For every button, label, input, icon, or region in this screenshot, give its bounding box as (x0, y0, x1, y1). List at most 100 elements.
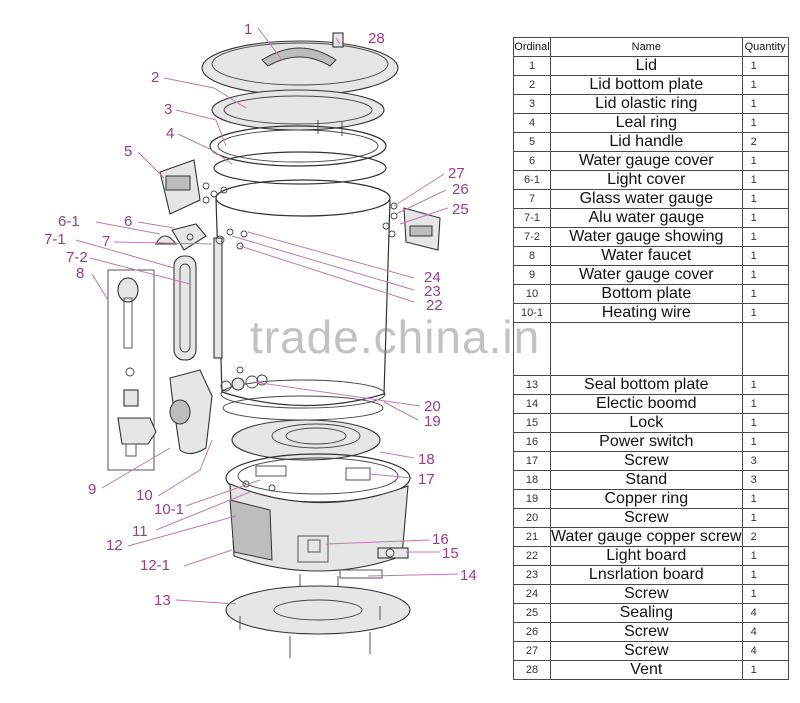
quantity-cell: 1 (741, 508, 789, 528)
quantity-cell: 1 (741, 565, 789, 585)
quantity-cell: 1 (741, 170, 789, 190)
name-cell: Alu water gauge (550, 208, 743, 228)
callout-16: 16 (432, 531, 449, 548)
ordinal-cell: 10 (513, 284, 551, 304)
ordinal-cell: 19 (513, 489, 551, 509)
lid-handle-part (159, 159, 201, 215)
callout-14: 14 (460, 567, 477, 584)
name-cell: Glass water gauge (550, 189, 743, 209)
name-cell: Water gauge copper screw (550, 527, 743, 547)
quantity-cell: 1 (741, 265, 789, 285)
table-gap-row (513, 322, 789, 376)
callout-12-1: 12-1 (140, 557, 170, 574)
name-cell: Light board (550, 546, 743, 566)
quantity-cell: 3 (741, 451, 789, 471)
callout-20: 20 (424, 398, 441, 415)
ordinal-cell: 7 (513, 189, 551, 209)
ordinal-cell: 22 (513, 546, 551, 566)
ordinal-cell: 20 (513, 508, 551, 528)
ordinal-cell: 15 (513, 413, 551, 433)
lid-part (201, 32, 399, 96)
name-cell: Lid (550, 56, 743, 76)
ordinal-cell: 7-2 (513, 227, 551, 247)
ordinal-cell: 26 (513, 622, 551, 642)
name-cell: Screw (550, 622, 743, 642)
name-cell: Power switch (550, 432, 743, 452)
ordinal-cell: 21 (513, 527, 551, 547)
callout-13: 13 (154, 592, 171, 609)
ordinal-cell: 18 (513, 470, 551, 490)
side-handle-part (382, 202, 441, 251)
ordinal-cell: 16 (513, 432, 551, 452)
quantity-cell: 2 (741, 527, 789, 547)
name-cell: Bottom plate (550, 284, 743, 304)
callout-15: 15 (442, 545, 459, 562)
header-ordinal: Ordinal (513, 37, 551, 57)
exploded-parts-diagram: 1 28 2 3 4 5 6-1 6 7-1 7 7-2 8 9 10 10-1… (44, 21, 477, 658)
name-cell: Sealing (550, 603, 743, 623)
name-cell: Screw (550, 508, 743, 528)
name-cell: Water gauge cover (550, 151, 743, 171)
ordinal-cell: 6 (513, 151, 551, 171)
quantity-cell: 1 (741, 246, 789, 266)
name-cell: Vent (550, 660, 743, 680)
quantity-cell: 4 (741, 641, 789, 661)
ordinal-cell: 5 (513, 132, 551, 152)
ordinal-cell: 27 (513, 641, 551, 661)
quantity-cell: 1 (741, 151, 789, 171)
name-cell: Water gauge showing (550, 227, 743, 247)
quantity-cell: 3 (741, 470, 789, 490)
name-cell: Heating wire (550, 303, 743, 323)
callout-3: 3 (164, 101, 172, 118)
callout-1: 1 (244, 21, 252, 38)
callout-27: 27 (448, 165, 465, 182)
leader-lines (75, 27, 459, 605)
callout-22: 22 (426, 297, 443, 314)
table-header-row: Ordinal Name Quantity (513, 37, 789, 57)
callout-4: 4 (166, 125, 174, 142)
ordinal-cell: 4 (513, 113, 551, 133)
callout-19: 19 (424, 413, 441, 430)
name-cell: Screw (550, 451, 743, 471)
name-cell: Leal ring (550, 113, 743, 133)
callout-11: 11 (132, 523, 148, 540)
header-name: Name (550, 37, 743, 57)
header-quantity: Quantity (741, 37, 789, 57)
callout-10: 10 (136, 487, 153, 504)
ordinal-cell: 6-1 (513, 170, 551, 190)
name-cell: Stand (550, 470, 743, 490)
callout-7-1: 7-1 (44, 231, 66, 248)
quantity-cell: 2 (741, 132, 789, 152)
callout-2: 2 (151, 69, 159, 86)
quantity-cell: 1 (741, 489, 789, 509)
water-faucet-part (107, 269, 157, 471)
ordinal-cell: 9 (513, 265, 551, 285)
name-cell: Lid bottom plate (550, 75, 743, 95)
callout-17: 17 (418, 471, 435, 488)
seal-bottom-plate-part (225, 585, 411, 658)
callout-25: 25 (452, 201, 469, 218)
quantity-cell: 1 (741, 413, 789, 433)
callout-23: 23 (424, 283, 441, 300)
ordinal-cell: 25 (513, 603, 551, 623)
callout-7-2: 7-2 (66, 249, 88, 266)
name-cell: Seal bottom plate (550, 375, 743, 395)
quantity-cell: 1 (741, 208, 789, 228)
name-cell: Electic boomd (550, 394, 743, 414)
ordinal-cell: 3 (513, 94, 551, 114)
ordinal-cell: 7-1 (513, 208, 551, 228)
